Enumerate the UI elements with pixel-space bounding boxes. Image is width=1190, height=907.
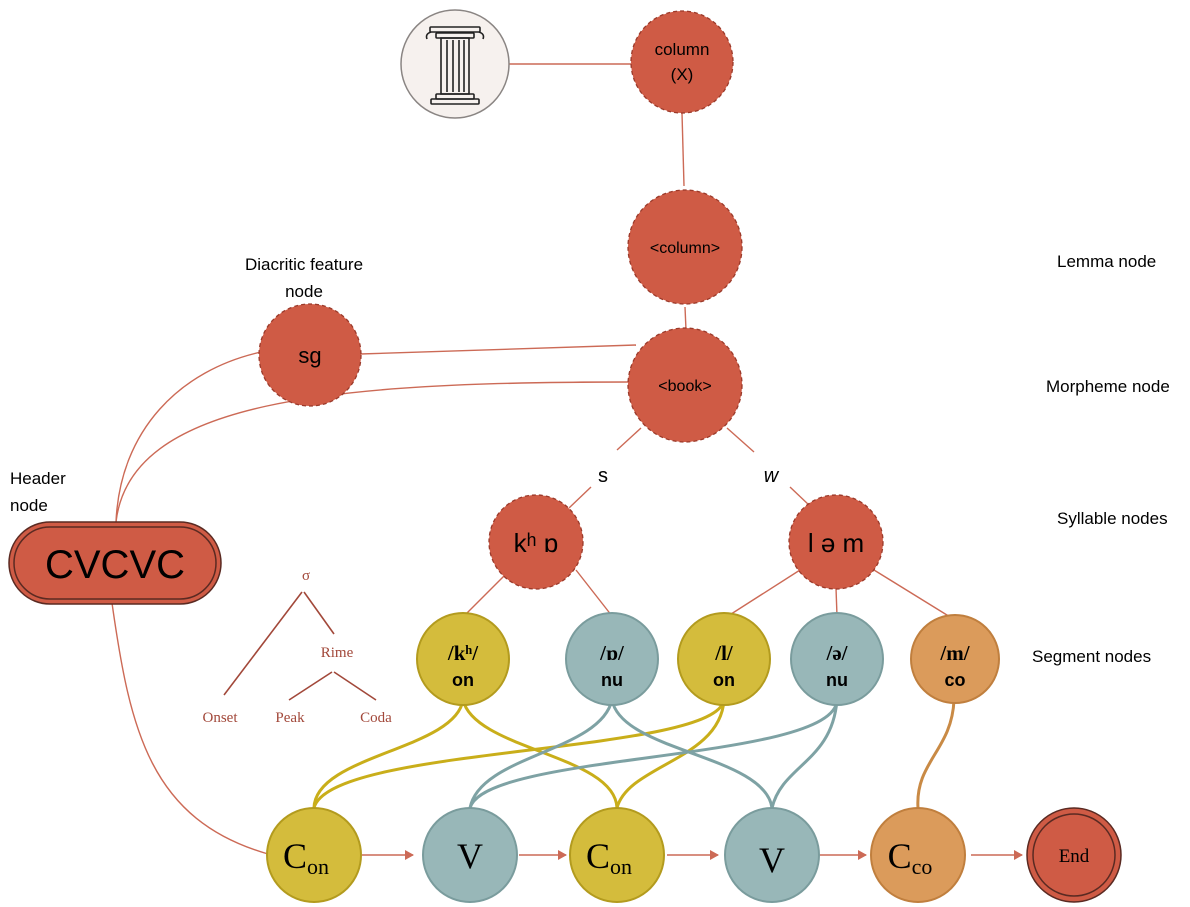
segment-4-phoneme: /ə/ [826, 641, 849, 665]
diacritic-caption-2: node [285, 282, 323, 301]
end-node: End [1026, 807, 1122, 903]
diacritic-morpheme-edge [359, 344, 637, 355]
diacritic-caption-1: Diacritic feature [245, 255, 363, 274]
diacritic-node-label: sg [298, 343, 321, 368]
segment-row-label: Segment nodes [1032, 647, 1151, 666]
tree-rime-label: Rime [321, 645, 354, 661]
morpheme-node-label: <book> [658, 378, 711, 395]
segment-2-role: nu [601, 670, 623, 690]
strong-stress-label: s [598, 465, 608, 487]
segment-5-role: co [944, 670, 965, 690]
segment-1-role: on [452, 670, 474, 690]
header-caption-2: node [10, 496, 48, 515]
weak-stress-label: w [764, 465, 780, 487]
segment-node-3: /l/ on [677, 612, 771, 706]
morpheme-node [627, 327, 743, 443]
tree-root-label: σ [302, 568, 310, 584]
column-pillar-icon [425, 26, 485, 105]
segment-node-4: /ə/ nu [790, 612, 884, 706]
lemma-row-label: Lemma node [1057, 252, 1156, 271]
syl2-seg5-edge [873, 569, 956, 621]
segment-4-role: nu [826, 670, 848, 690]
tree-onset-label: Onset [203, 710, 239, 726]
syl2-seg3-edge [727, 569, 801, 617]
header-node-label: CVCVC [45, 543, 185, 587]
segment-5-phoneme: /m/ [939, 641, 970, 665]
lemma-node [627, 189, 743, 305]
concept-lemma-edge [681, 112, 685, 187]
slot-node-3: Con [569, 807, 665, 903]
concept-image-node [400, 9, 510, 119]
syllable-node-2 [788, 494, 884, 590]
onset-links [312, 699, 726, 809]
segment-node-5: /m/ co [910, 614, 1000, 704]
segment-2-phoneme: /ɒ/ [599, 641, 625, 665]
segment-3-role: on [713, 670, 735, 690]
slot-node-1: Con [266, 807, 362, 903]
strong-syllable-edge [568, 486, 592, 509]
segment-3-phoneme: /l/ [714, 641, 734, 665]
morpheme-row-label: Morpheme node [1046, 377, 1170, 396]
slot-node-5: Cco [870, 807, 966, 903]
syl1-seg2-edge [575, 569, 613, 617]
svg-text:Con: Con [283, 836, 329, 879]
syl2-seg4-edge [835, 587, 838, 617]
segment-1-phoneme: /kʰ/ [447, 641, 479, 665]
tree-coda-label: Coda [360, 710, 392, 726]
svg-text:Con: Con [586, 836, 632, 879]
weak-syllable-edge [789, 486, 811, 507]
concept-label-2: (X) [671, 65, 694, 84]
syllable-1-label: kʰ ɒ [514, 528, 559, 558]
lemma-morpheme-edge [684, 306, 687, 331]
header-slot-edge [111, 602, 269, 855]
slot-node-4: V [724, 807, 820, 903]
end-node-label: End [1059, 846, 1090, 867]
diacritic-header-edge [115, 351, 262, 523]
tree-peak-label: Peak [275, 710, 305, 726]
segment-node-2: /ɒ/ nu [565, 612, 659, 706]
syllable-row-label: Syllable nodes [1057, 509, 1168, 528]
morpheme-weak-edge [726, 427, 755, 453]
syllable-2-label: l ə m [808, 528, 864, 558]
lemma-node-label: <column> [650, 240, 720, 257]
coda-link [916, 699, 956, 809]
svg-text:Cco: Cco [888, 836, 933, 879]
syllable-structure-tree: σ Rime Onset Peak Coda [203, 568, 393, 726]
syl1-seg1-edge [463, 569, 511, 617]
morpheme-strong-edge [616, 427, 642, 451]
concept-label-1: column [655, 40, 710, 59]
slot-node-2: V [422, 807, 518, 903]
diacritic-node [258, 303, 362, 407]
header-caption-1: Header [10, 469, 66, 488]
segment-node-1: /kʰ/ on [416, 612, 510, 706]
syllable-node-1 [488, 494, 584, 590]
nucleus-links [468, 699, 839, 809]
concept-node [630, 10, 734, 114]
svg-text:V: V [457, 836, 483, 876]
morpheme-header-edge [115, 381, 631, 523]
svg-text:V: V [759, 840, 785, 880]
header-node [8, 521, 222, 605]
